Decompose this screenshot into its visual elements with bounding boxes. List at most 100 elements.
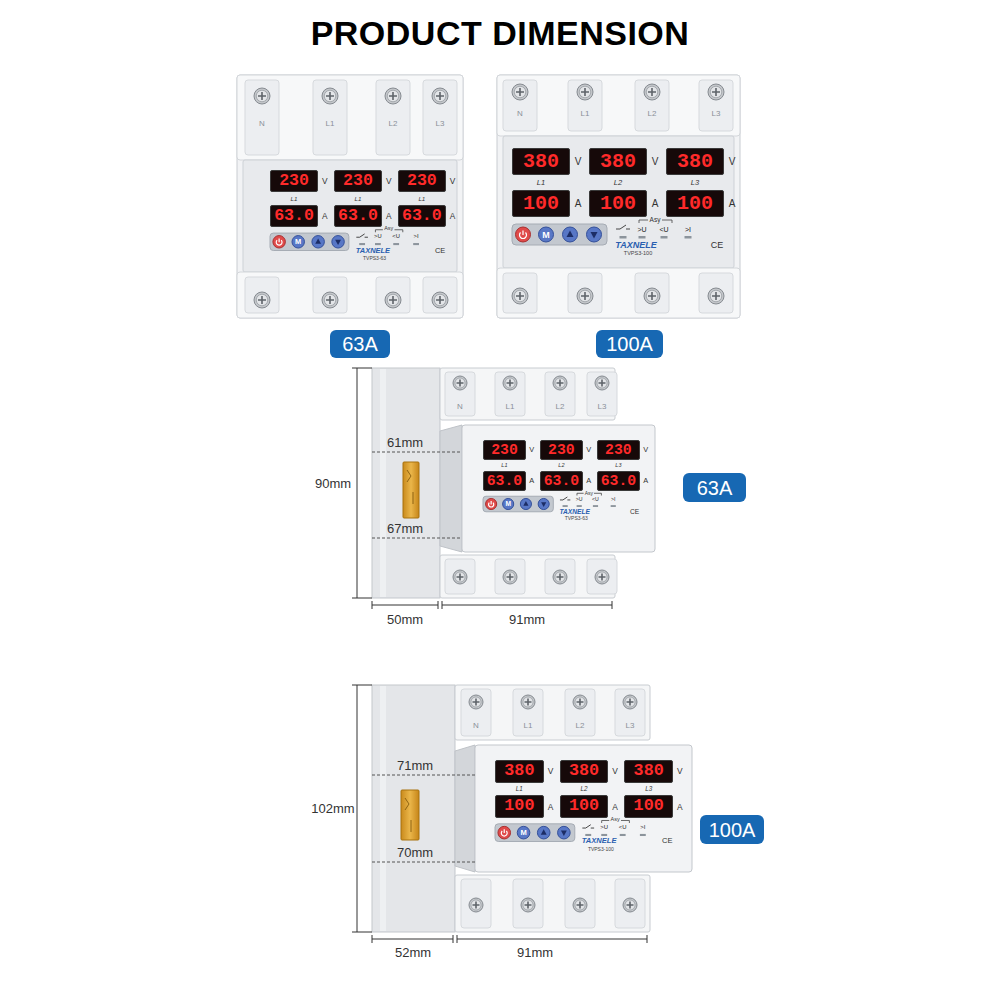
terminal-screw <box>581 292 589 300</box>
phase-label: L1 <box>501 463 507 469</box>
indicator-led <box>375 243 381 245</box>
terminal-screw <box>512 84 528 100</box>
display-window: 100 <box>666 190 724 217</box>
terminal-screw <box>521 898 535 912</box>
terminal-screw <box>505 572 515 582</box>
terminal-block <box>237 272 463 318</box>
terminal-screw <box>523 697 533 707</box>
mode-label: Asy <box>585 490 593 495</box>
terminal-screw <box>710 290 722 302</box>
control-button <box>503 498 514 509</box>
terminal-screw <box>387 294 399 306</box>
terminal-cover <box>445 372 475 416</box>
terminal-screw <box>473 902 480 909</box>
model-label: TVPS3-100 <box>588 847 614 852</box>
brand-label: TAXNELE <box>559 508 590 515</box>
terminal-screw <box>627 902 634 909</box>
terminal-screw <box>432 88 448 104</box>
terminal-cover <box>445 559 475 594</box>
certification-mark: CE <box>435 247 445 254</box>
mode-label: <U <box>619 825 627 831</box>
terminal-screw <box>434 294 446 306</box>
unit-label: V <box>677 767 683 775</box>
terminal-screw <box>389 296 397 304</box>
terminal-screw <box>646 86 658 98</box>
terminal-label: N <box>473 722 479 730</box>
mode-label: <U <box>592 497 599 502</box>
terminal-cover <box>376 80 410 155</box>
switch-symbol <box>616 225 630 229</box>
unit-label: A <box>677 802 683 810</box>
terminal-cover <box>587 372 617 416</box>
terminal-label: L1 <box>524 722 533 730</box>
terminal-screw <box>599 380 606 387</box>
terminal-cover <box>513 879 543 928</box>
display-reading: 230 <box>605 443 632 458</box>
unit-label: V <box>529 446 534 453</box>
model-label: TVPS3-63 <box>565 516 588 521</box>
display-window: 230 <box>270 170 318 192</box>
display-window: 380 <box>495 760 544 783</box>
dimension-line <box>352 685 372 932</box>
model-label: TVPS3-63 <box>363 255 386 260</box>
dimension-line <box>352 368 372 598</box>
display-reading: 63.0 <box>338 208 378 225</box>
terminal-screw <box>597 378 607 388</box>
terminal-cover <box>503 80 537 131</box>
terminal-screw <box>577 699 584 706</box>
switch-symbol <box>582 825 594 828</box>
terminal-screw <box>514 290 526 302</box>
display-reading: 380 <box>634 763 664 780</box>
terminal-block <box>455 875 650 932</box>
display-window: 100 <box>512 190 570 217</box>
unit-label: V <box>575 157 582 167</box>
mode-label: <U <box>659 225 668 232</box>
terminal-cover <box>568 273 602 313</box>
terminal-block <box>237 75 463 160</box>
display-window: 100 <box>495 795 544 818</box>
terminal-cover <box>587 559 617 594</box>
unit-label: A <box>652 199 659 209</box>
power-icon <box>501 829 507 836</box>
terminal-block <box>497 75 740 136</box>
terminal-screw <box>503 570 517 584</box>
brand-label: TAXNELE <box>356 247 390 254</box>
panel-side <box>440 425 462 552</box>
control-button <box>517 826 530 839</box>
terminal-screw <box>469 898 483 912</box>
phase-label: L2 <box>581 786 588 792</box>
terminal-screw <box>575 697 585 707</box>
terminal-screw <box>625 900 635 910</box>
unit-label: A <box>586 477 591 484</box>
terminal-screw <box>557 574 564 581</box>
display-reading: 230 <box>548 443 575 458</box>
display-window: 230 <box>334 170 382 192</box>
display-reading: 63.0 <box>601 474 637 489</box>
terminal-screw <box>648 292 656 300</box>
device-housing <box>237 75 463 318</box>
terminal-cover <box>699 273 733 313</box>
display-reading: 63.0 <box>487 474 523 489</box>
indicator-led <box>601 834 607 836</box>
title: PRODUCT DIMENSION <box>0 16 1000 50</box>
control-button <box>538 498 549 509</box>
terminal-screw <box>648 88 656 96</box>
terminal-label: L1 <box>506 403 515 411</box>
display-reading: 100 <box>523 194 559 214</box>
terminal-screw <box>324 90 336 102</box>
display-reading: 380 <box>504 763 534 780</box>
down-icon <box>561 831 567 836</box>
display-reading: 63.0 <box>274 208 314 225</box>
display-window: 230 <box>597 440 640 460</box>
terminal-label: N <box>259 120 265 128</box>
display-reading: 100 <box>634 798 664 815</box>
terminal-label: N <box>517 110 523 118</box>
dimension-line <box>372 935 453 943</box>
terminal-screw <box>644 84 660 100</box>
terminal-cover <box>615 689 645 736</box>
mode-label: >U <box>637 225 646 232</box>
button-bar <box>512 224 607 245</box>
mode-label: >I <box>640 825 645 831</box>
display-window: 63.0 <box>270 205 318 227</box>
brand-label: TAXNELE <box>615 241 656 250</box>
